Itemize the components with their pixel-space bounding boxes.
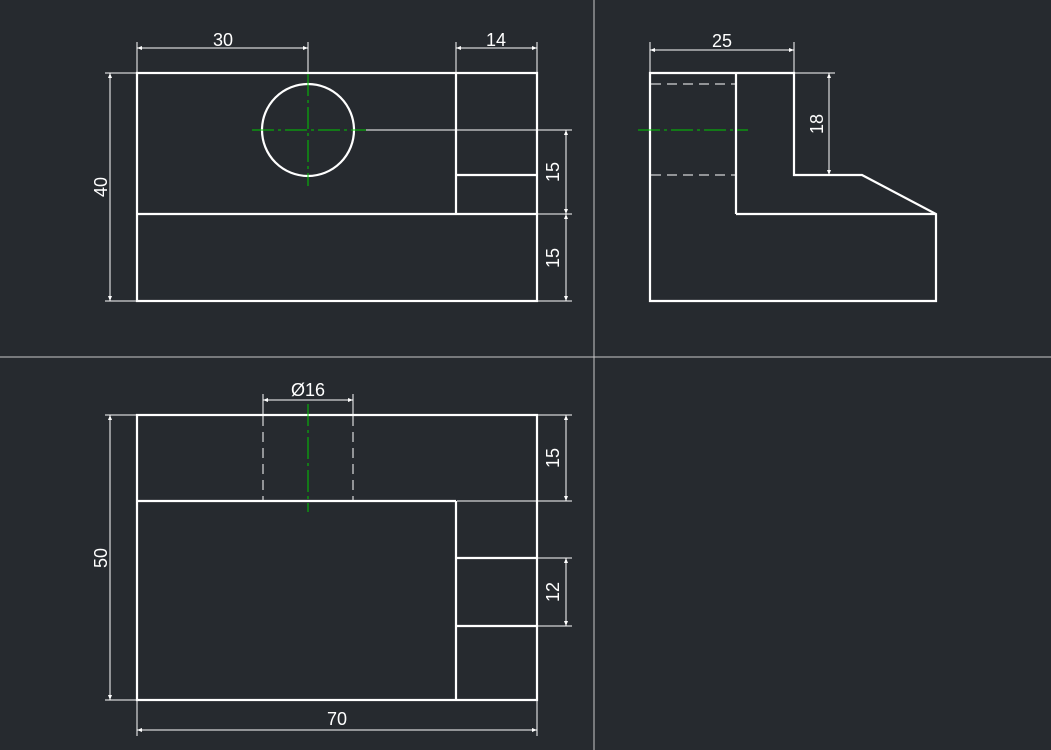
front-centerlines (252, 74, 366, 186)
side-outer-profile (648, 71, 938, 303)
front-view[interactable]: 30 14 40 15 15 (91, 30, 572, 303)
side-dimensions (649, 42, 835, 176)
side-hidden-lines (651, 83, 736, 176)
dim-label-15-upper: 15 (543, 162, 563, 182)
top-hidden-lines (262, 416, 354, 500)
side-view[interactable]: 25 18 (638, 31, 938, 303)
front-dim-labels: 30 14 40 15 15 (91, 30, 563, 268)
dim-label-15-lower: 15 (543, 248, 563, 268)
dim-label-70: 70 (327, 709, 347, 729)
dim-label-18: 18 (807, 114, 827, 134)
side-view-outline (648, 71, 938, 303)
dim-label-50: 50 (91, 548, 111, 568)
front-dimensions (105, 42, 572, 302)
side-dim-labels: 25 18 (712, 31, 827, 134)
front-outer-rect (135, 71, 539, 303)
top-view-outline (135, 413, 539, 702)
top-dimensions (105, 394, 572, 736)
dim-label-d16: Ø16 (291, 380, 325, 400)
dim-label-40: 40 (91, 177, 111, 197)
dim-label-25: 25 (712, 31, 732, 51)
dim-label-14: 14 (486, 30, 506, 50)
front-view-outline (135, 71, 539, 303)
top-dim-labels: Ø16 50 15 12 70 (91, 380, 563, 729)
dim-label-30: 30 (213, 30, 233, 50)
dim-label-15: 15 (543, 448, 563, 468)
dim-label-12: 12 (543, 582, 563, 602)
top-view[interactable]: Ø16 50 15 12 70 (91, 380, 572, 736)
